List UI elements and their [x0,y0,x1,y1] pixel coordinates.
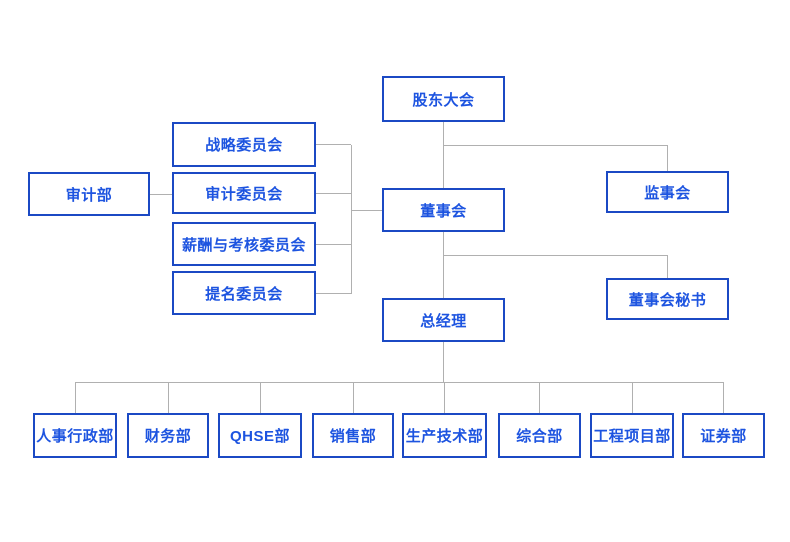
connector-line [353,382,354,413]
connector-line [443,232,444,298]
connector-line [444,382,445,413]
connector-line [723,382,724,413]
connector-line [260,382,261,413]
org-node-shareholders: 股东大会 [382,76,505,122]
connector-line [351,145,352,294]
connector-line [632,382,633,413]
org-node-audit_committee: 审计委员会 [172,172,316,214]
connector-line [316,293,351,294]
connector-line [444,145,668,146]
org-node-dept_finance: 财务部 [127,413,209,458]
connector-line [168,382,169,413]
connector-line [150,194,172,195]
connector-line [316,193,351,194]
org-node-dept_production: 生产技术部 [402,413,487,458]
org-node-dept_securities: 证券部 [682,413,765,458]
connector-line [667,255,668,278]
org-node-remuneration: 薪酬与考核委员会 [172,222,316,266]
org-node-board: 董事会 [382,188,505,232]
connector-line [75,382,76,413]
connector-line [443,122,444,188]
org-node-dept_general: 综合部 [498,413,581,458]
connector-line [351,210,382,211]
org-node-dept_qhse: QHSE部 [218,413,302,458]
connector-line [316,244,351,245]
org-node-dept_hr: 人事行政部 [33,413,117,458]
org-node-dept_sales: 销售部 [312,413,394,458]
org-node-dept_projects: 工程项目部 [590,413,674,458]
connector-line [443,342,444,382]
org-node-supervisory: 监事会 [606,171,729,213]
connector-line [539,382,540,413]
connector-line [444,255,668,256]
org-node-audit_dept: 审计部 [28,172,150,216]
org-node-secretary: 董事会秘书 [606,278,729,320]
connector-line [667,145,668,171]
connector-line [75,382,724,383]
org-node-gm: 总经理 [382,298,505,342]
org-node-nomination: 提名委员会 [172,271,316,315]
org-node-strategy: 战略委员会 [172,122,316,167]
connector-line [316,144,351,145]
